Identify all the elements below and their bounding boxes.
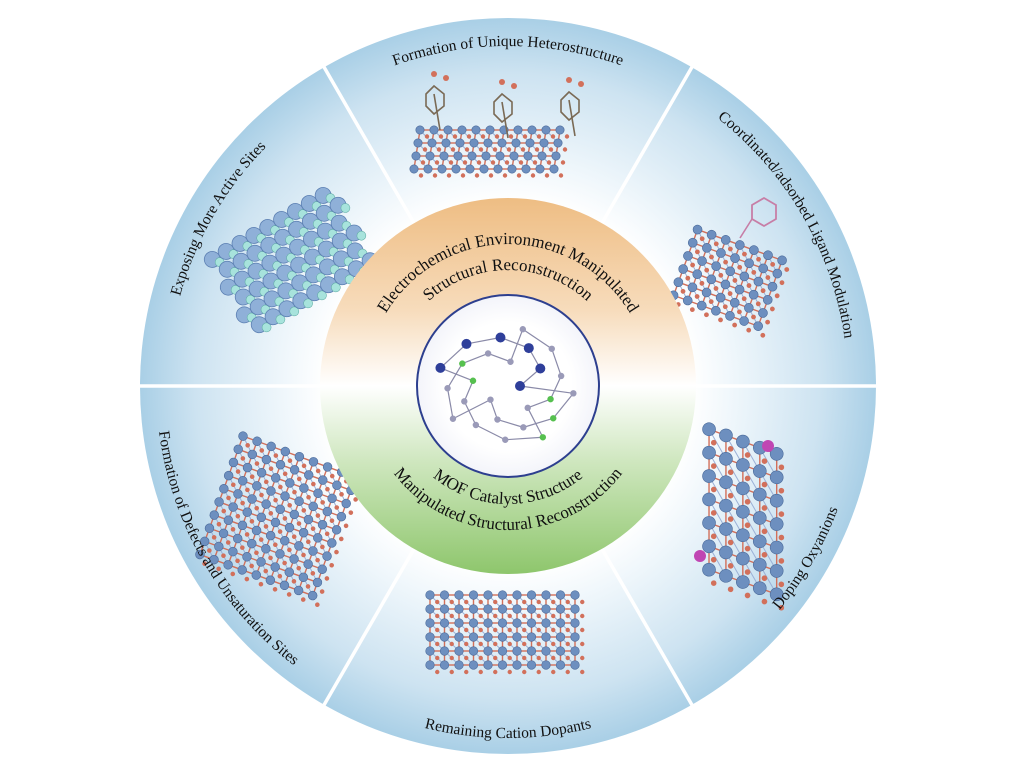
mof-crystal-structure-icon	[435, 326, 577, 443]
defect-lattice-icon	[195, 431, 363, 608]
active-sites-cluster-icon	[203, 187, 383, 334]
inner-image-frame	[416, 294, 600, 478]
oxyanion-lattice-icon	[694, 422, 785, 611]
central-core: Electrochemical Environment Manipulated …	[320, 198, 696, 574]
segment-icons	[195, 71, 790, 675]
cation-dopant-lattice-icon	[425, 590, 585, 675]
ligand-lattice-icon	[668, 196, 790, 338]
heterostructure-lattice-icon	[409, 71, 584, 178]
